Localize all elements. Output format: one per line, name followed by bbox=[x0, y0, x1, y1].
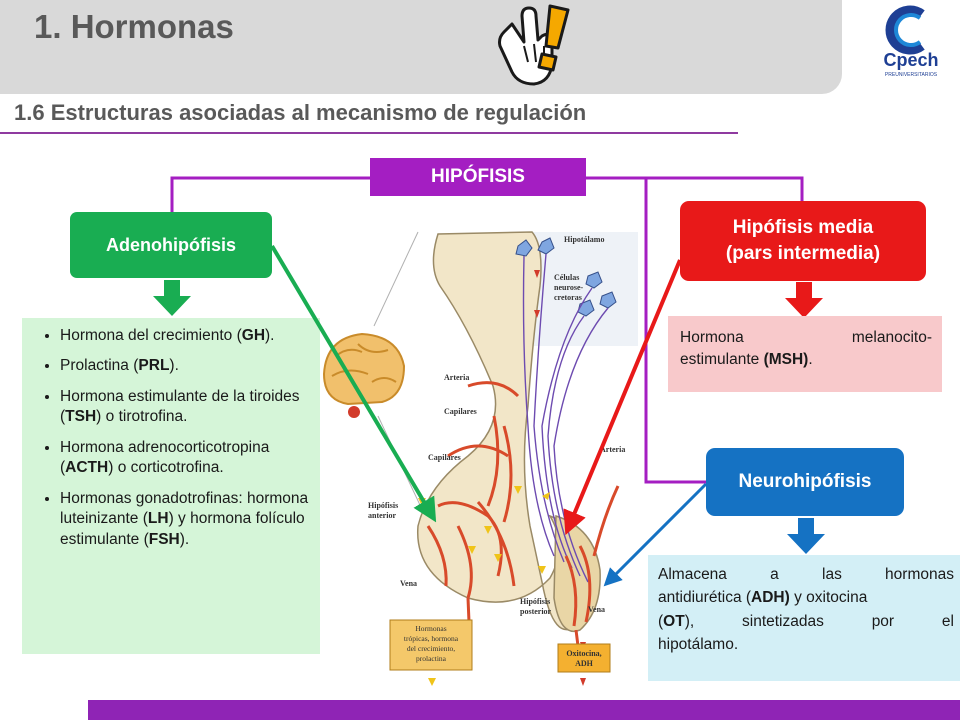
label-vena-left: Vena bbox=[400, 579, 417, 588]
divider bbox=[0, 132, 738, 134]
cpech-logo: Cpech PREUNIVERSITARIOS bbox=[883, 5, 939, 78]
label-vena-right: Vena bbox=[588, 605, 605, 614]
blue-down-arrow-icon bbox=[787, 518, 825, 554]
list-item: Hormonas gonadotrofinas: hormona luteini… bbox=[60, 489, 314, 550]
svg-text:anterior: anterior bbox=[368, 511, 396, 520]
page-title: 1. Hormonas bbox=[34, 8, 234, 45]
green-pointer-arrow bbox=[270, 244, 437, 523]
list-item: Hormona adrenocorticotropina (ACTH) o co… bbox=[60, 438, 314, 479]
svg-text:del crecimiento,: del crecimiento, bbox=[407, 644, 455, 653]
bottom-bar bbox=[88, 700, 960, 720]
adenohipofisis-box: Adenohipófisis bbox=[70, 212, 272, 278]
adenohipofisis-hormones-list: Hormona del crecimiento (GH). Prolactina… bbox=[22, 318, 320, 654]
label-capilares-mid: Capilares bbox=[428, 453, 461, 462]
hipofisis-media-box: Hipófisis media (pars intermedia) bbox=[680, 201, 926, 281]
pituitary-illustration: Hipotálamo Células neurose- cretoras Art… bbox=[322, 231, 638, 686]
label-arteria-top: Arteria bbox=[444, 373, 469, 382]
media-label-line2: (pars intermedia) bbox=[725, 243, 881, 264]
svg-text:ADH: ADH bbox=[575, 659, 594, 668]
neurohipofisis-box: Neurohipófisis bbox=[706, 448, 904, 516]
media-label-line1: Hipófisis media bbox=[732, 217, 874, 239]
list-item: Hormona del crecimiento (GH). bbox=[60, 326, 314, 346]
svg-text:posterior: posterior bbox=[520, 607, 552, 616]
hipofisis-root: HIPÓFISIS bbox=[370, 158, 586, 196]
logo-text: Cpech bbox=[883, 50, 938, 70]
label-hipofisis-posterior: Hipófisis bbox=[520, 597, 550, 606]
svg-text:cretoras: cretoras bbox=[554, 293, 582, 302]
svg-text:neurose-: neurose- bbox=[554, 283, 584, 292]
section-subtitle: 1.6 Estructuras asociadas al mecanismo d… bbox=[14, 100, 587, 125]
logo-tagline: PREUNIVERSITARIOS bbox=[885, 72, 938, 78]
svg-text:prolactina: prolactina bbox=[416, 654, 447, 663]
label-output-left: Hormonas bbox=[415, 624, 446, 633]
list-item: Hormona estimulante de la tiroides (TSH)… bbox=[60, 387, 314, 428]
title-bar: 1. Hormonas bbox=[0, 0, 842, 94]
list-item: Prolactina (PRL). bbox=[60, 356, 314, 376]
svg-text:trópicas, hormona: trópicas, hormona bbox=[404, 634, 459, 643]
label-output-right: Oxitocina, bbox=[566, 649, 601, 658]
label-capilares-top: Capilares bbox=[444, 407, 477, 416]
blue-pointer-arrow bbox=[603, 482, 708, 587]
green-down-arrow-icon bbox=[153, 280, 191, 316]
label-arteria-right: Arteria bbox=[600, 445, 625, 454]
label-celulas: Células bbox=[554, 273, 579, 282]
red-down-arrow-icon bbox=[785, 282, 823, 318]
pointing-hand-exclamation-icon bbox=[498, 4, 570, 86]
label-hipofisis-anterior: Hipófisis bbox=[368, 501, 398, 510]
red-pointer-arrow bbox=[563, 259, 682, 536]
label-hipotalamo: Hipotálamo bbox=[564, 235, 604, 244]
brain-icon bbox=[322, 231, 429, 523]
